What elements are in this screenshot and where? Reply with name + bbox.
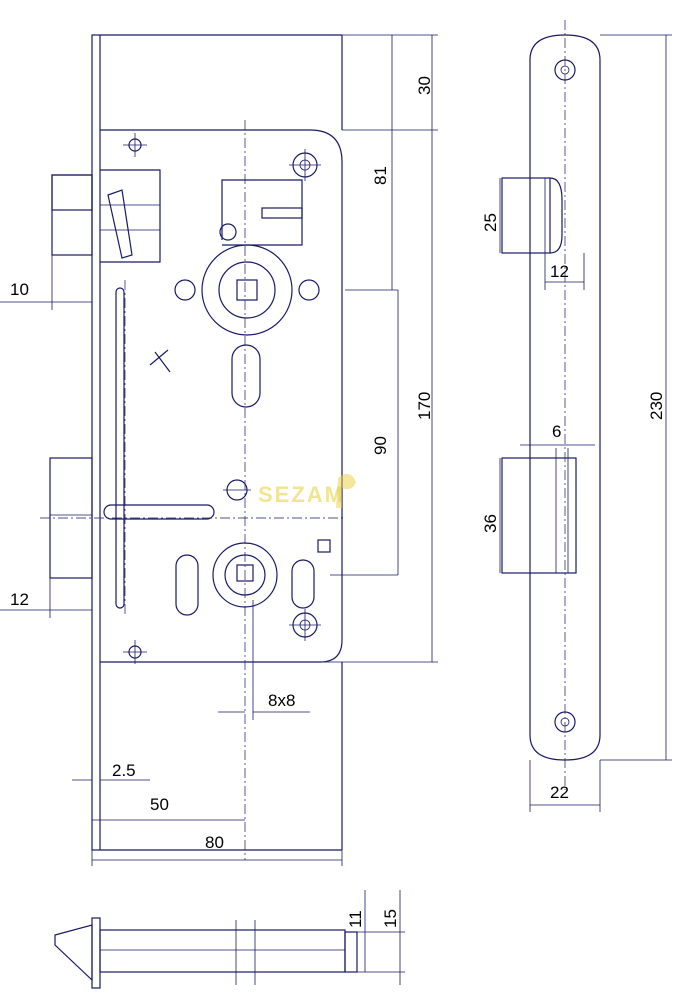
strike-latch-height-label: 25	[481, 213, 500, 232]
spindle-from-top-label: 81	[371, 166, 390, 185]
mounting-hole-bottom-right	[289, 609, 321, 641]
faceplate-strip	[91, 34, 101, 851]
faceplate-thickness-label: 2.5	[112, 761, 136, 780]
follower-hub	[174, 244, 320, 336]
case-outline	[100, 34, 343, 663]
spring-bracket	[221, 179, 303, 246]
strike-latch-width-label: 12	[550, 262, 569, 281]
left-dimensions: 10 12 2.5 50 80 8x8	[0, 255, 343, 866]
small-pin	[219, 223, 237, 241]
faceplate-top-offset-label: 30	[415, 76, 434, 95]
case-height-label: 170	[415, 392, 434, 420]
screw-symbol	[149, 349, 171, 373]
small-square-tab	[317, 539, 331, 553]
strike-width-label: 22	[550, 783, 569, 802]
bolt-projection-label: 12	[10, 590, 29, 609]
backset-label: 50	[150, 795, 169, 814]
lock-side-view: 11 15	[54, 890, 405, 989]
strike-dimensions: 230 25 12 6 36 22	[481, 34, 672, 812]
mounting-hole-top-left	[123, 133, 147, 157]
case-thickness-outer-label: 15	[381, 909, 400, 928]
case-thickness-inner-label: 11	[346, 910, 365, 928]
slider-bar	[115, 287, 125, 609]
body-vertical-dimensions: 30 81 90 170	[320, 34, 438, 663]
faceplate-length-label: 230	[647, 392, 666, 420]
oval-slot-lower-left	[175, 554, 199, 616]
oval-slot-lower-right	[291, 559, 315, 609]
t-lever	[103, 504, 215, 520]
spindle-to-keyhole-label: 90	[371, 436, 390, 455]
latch-bolt	[51, 169, 161, 263]
watermark-key-icon	[336, 473, 356, 508]
watermark-text: SEZAM	[258, 482, 345, 507]
spring-slot	[261, 207, 303, 219]
strike-plate	[501, 20, 601, 790]
mounting-hole-bottom-left	[123, 640, 147, 664]
spindle-size-label: 8x8	[268, 691, 295, 710]
strike-bolt-gap-label: 6	[552, 422, 561, 441]
mounting-hole-center	[223, 479, 251, 501]
case-width-label: 80	[205, 833, 224, 852]
lock-body-front-view	[40, 34, 346, 860]
strike-bolt-height-label: 36	[481, 514, 500, 533]
latch-projection-label: 10	[10, 280, 29, 299]
mounting-hole-top-right	[289, 149, 321, 181]
oval-slot-upper	[231, 344, 261, 408]
